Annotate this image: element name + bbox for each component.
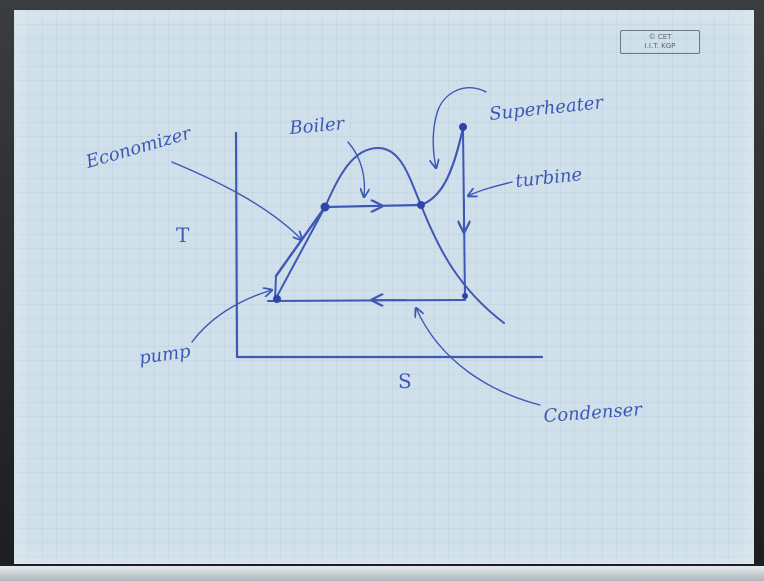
pump-label: pump bbox=[138, 341, 193, 369]
state-point-turbine-exit bbox=[462, 293, 468, 299]
superheater-label: Superheater bbox=[488, 92, 605, 125]
economizer-line bbox=[274, 205, 327, 278]
turbine-leader bbox=[468, 181, 513, 196]
stamp-line-1: © CET bbox=[648, 33, 672, 41]
board-ledge bbox=[0, 566, 764, 581]
state-point-turbine-inlet bbox=[459, 123, 467, 131]
whiteboard bbox=[14, 10, 754, 564]
superheater-line bbox=[419, 126, 465, 207]
economizer-label: Economizer bbox=[83, 122, 195, 173]
t-axis-label: T bbox=[176, 223, 190, 247]
state-point-saturated-liquid bbox=[320, 202, 330, 212]
stamp-line-2: I.I.T. KGP bbox=[644, 42, 676, 50]
boiler-leader bbox=[347, 141, 364, 197]
condenser-line bbox=[267, 299, 466, 302]
state-point-saturated-vapor bbox=[417, 201, 425, 209]
turbine-label: turbine bbox=[514, 164, 583, 192]
saturation-dome bbox=[274, 147, 505, 324]
s-axis-label: S bbox=[398, 369, 412, 393]
t-axis-line bbox=[234, 131, 239, 359]
superheater-leader bbox=[433, 87, 487, 168]
copyright-stamp: © CET I.I.T. KGP bbox=[620, 30, 700, 54]
condenser-label: Condenser bbox=[543, 399, 644, 427]
pump-leader bbox=[191, 290, 272, 343]
boiler-label: Boiler bbox=[288, 113, 347, 139]
condenser-leader bbox=[416, 308, 541, 406]
economizer-leader bbox=[171, 161, 302, 240]
state-point-pump-inlet bbox=[273, 295, 281, 303]
